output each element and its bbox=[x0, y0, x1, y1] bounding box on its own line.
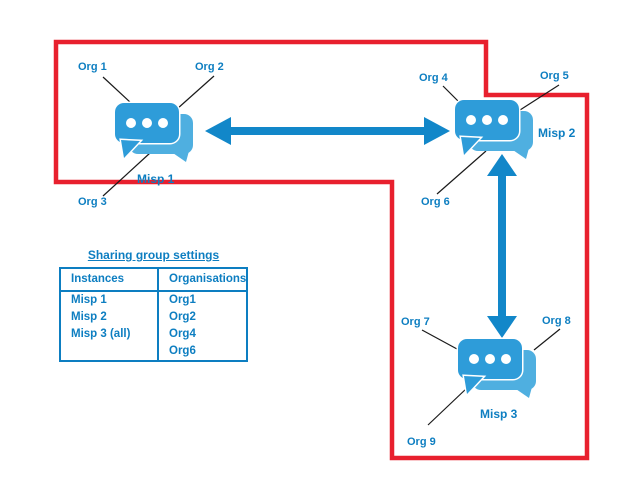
connector-org1-misp1 bbox=[102, 76, 132, 104]
connector-org7-misp3 bbox=[421, 329, 458, 350]
org-4-label: Org 4 bbox=[419, 72, 448, 84]
organisation-cell: Org6 bbox=[169, 345, 196, 357]
connector-org9-misp3 bbox=[427, 387, 468, 426]
organisation-cell: Org4 bbox=[169, 328, 196, 340]
connector-org3-misp1 bbox=[102, 152, 151, 197]
organisations-column-header: Organisations bbox=[158, 268, 247, 292]
misp-3-label: Misp 3 bbox=[480, 407, 518, 421]
arrow-misp2-misp3 bbox=[487, 154, 517, 338]
instance-cell: Misp 1 bbox=[60, 291, 159, 309]
table-row: Misp 1 Org1 bbox=[60, 291, 247, 309]
sharing-group-boundary bbox=[53, 39, 590, 461]
org-7-label: Org 7 bbox=[401, 316, 430, 328]
org-2-label: Org 2 bbox=[195, 61, 224, 73]
table-row: Misp 3 (all) Org4 bbox=[60, 326, 247, 343]
connector-org6-misp2 bbox=[436, 150, 487, 195]
table-row: Org6 bbox=[60, 343, 247, 361]
connector-org5-misp2 bbox=[519, 84, 560, 111]
connector-org2-misp1 bbox=[176, 75, 215, 110]
instances-column-header: Instances bbox=[60, 268, 159, 292]
misp-3-icon bbox=[456, 337, 536, 398]
misp-1-icon bbox=[113, 101, 193, 162]
misp-2-label: Misp 2 bbox=[538, 126, 576, 140]
table-row: Misp 2 Org2 bbox=[60, 309, 247, 326]
sharing-group-settings-table: Instances Organisations Misp 1 Org1 Misp… bbox=[59, 267, 248, 362]
org-9-label: Org 9 bbox=[407, 436, 436, 448]
connector-org8-misp3 bbox=[533, 328, 561, 351]
org-5-label: Org 5 bbox=[540, 70, 569, 82]
arrow-misp1-misp2 bbox=[205, 117, 450, 145]
organisation-cell: Org2 bbox=[169, 311, 196, 323]
misp-2-icon bbox=[453, 98, 533, 159]
org-3-label: Org 3 bbox=[78, 196, 107, 208]
connector-org4-misp2 bbox=[442, 85, 460, 103]
org-6-label: Org 6 bbox=[421, 196, 450, 208]
sharing-group-settings-title: Sharing group settings bbox=[87, 248, 220, 262]
instance-cell: Misp 3 (all) bbox=[60, 326, 159, 343]
instance-cell bbox=[60, 343, 159, 361]
instance-cell: Misp 2 bbox=[60, 309, 159, 326]
misp-1-label: Misp 1 bbox=[137, 172, 175, 186]
org-1-label: Org 1 bbox=[78, 61, 107, 73]
sharing-group-settings-panel: Sharing group settings Instances Organis… bbox=[59, 248, 248, 362]
organisation-cell: Org1 bbox=[169, 294, 196, 306]
table-header-row: Instances Organisations bbox=[60, 268, 247, 292]
org-8-label: Org 8 bbox=[542, 315, 571, 327]
